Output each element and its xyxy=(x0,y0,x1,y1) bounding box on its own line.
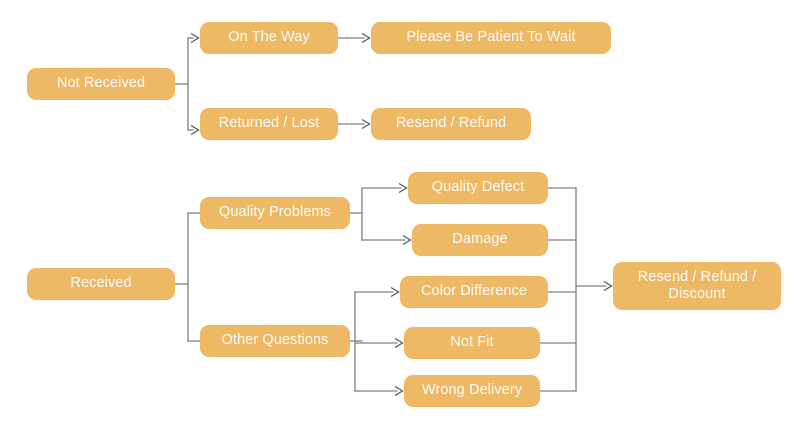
node-resend-refund[interactable]: Resend / Refund xyxy=(371,108,531,140)
node-label: Returned / Lost xyxy=(218,115,320,132)
node-label: Not Received xyxy=(56,75,146,92)
node-other-questions[interactable]: Other Questions xyxy=(200,325,350,357)
node-label: Color Difference xyxy=(420,283,528,300)
node-label: Resend / Refund / Discount xyxy=(637,268,757,302)
node-label: Received xyxy=(70,275,132,292)
arrowhead-to-quality-defect xyxy=(398,182,408,194)
node-damage[interactable]: Damage xyxy=(412,224,548,256)
node-label: Please Be Patient To Wait xyxy=(406,29,576,46)
arrowhead-to-resend-refund xyxy=(361,118,371,130)
node-returned-lost[interactable]: Returned / Lost xyxy=(200,108,338,140)
node-resend-refund-discount[interactable]: Resend / Refund / Discount xyxy=(613,262,781,310)
node-quality-problems[interactable]: Quality Problems xyxy=(200,197,350,229)
node-received[interactable]: Received xyxy=(27,268,175,300)
edge-other-questions-branch xyxy=(349,291,398,392)
node-label: Not Fit xyxy=(450,334,494,351)
arrowhead-to-wrong-delivery xyxy=(394,385,404,397)
node-not-received[interactable]: Not Received xyxy=(27,68,175,100)
arrowhead-to-returned-lost xyxy=(190,124,200,136)
arrowhead-to-not-fit xyxy=(394,337,404,349)
node-not-fit[interactable]: Not Fit xyxy=(404,327,540,359)
edge-quality-problems-branch xyxy=(349,187,406,241)
node-please-be-patient-to-wait[interactable]: Please Be Patient To Wait xyxy=(371,22,611,54)
node-label: Resend / Refund xyxy=(395,115,507,132)
node-quality-defect[interactable]: Quality Defect xyxy=(408,172,548,204)
arrowhead-to-color-difference xyxy=(390,286,400,298)
edge-received-branch xyxy=(174,212,201,342)
node-label: Damage xyxy=(452,231,508,248)
node-on-the-way[interactable]: On The Way xyxy=(200,22,338,54)
node-label: Other Questions xyxy=(221,332,329,349)
node-label: Quality Problems xyxy=(219,204,331,221)
arrowhead-to-damage xyxy=(402,234,412,246)
arrowhead-to-final-node xyxy=(603,280,613,292)
arrowhead-to-on-the-way xyxy=(190,32,200,44)
node-label: Quality Defect xyxy=(431,179,525,196)
node-color-difference[interactable]: Color Difference xyxy=(400,276,548,308)
node-wrong-delivery[interactable]: Wrong Delivery xyxy=(404,375,540,407)
node-label: Wrong Delivery xyxy=(421,382,523,399)
arrowhead-to-please-be-patient xyxy=(361,32,371,44)
edge-not-received-branch xyxy=(174,37,194,131)
edge-merge-bus xyxy=(539,187,607,392)
node-label: On The Way xyxy=(228,29,310,46)
